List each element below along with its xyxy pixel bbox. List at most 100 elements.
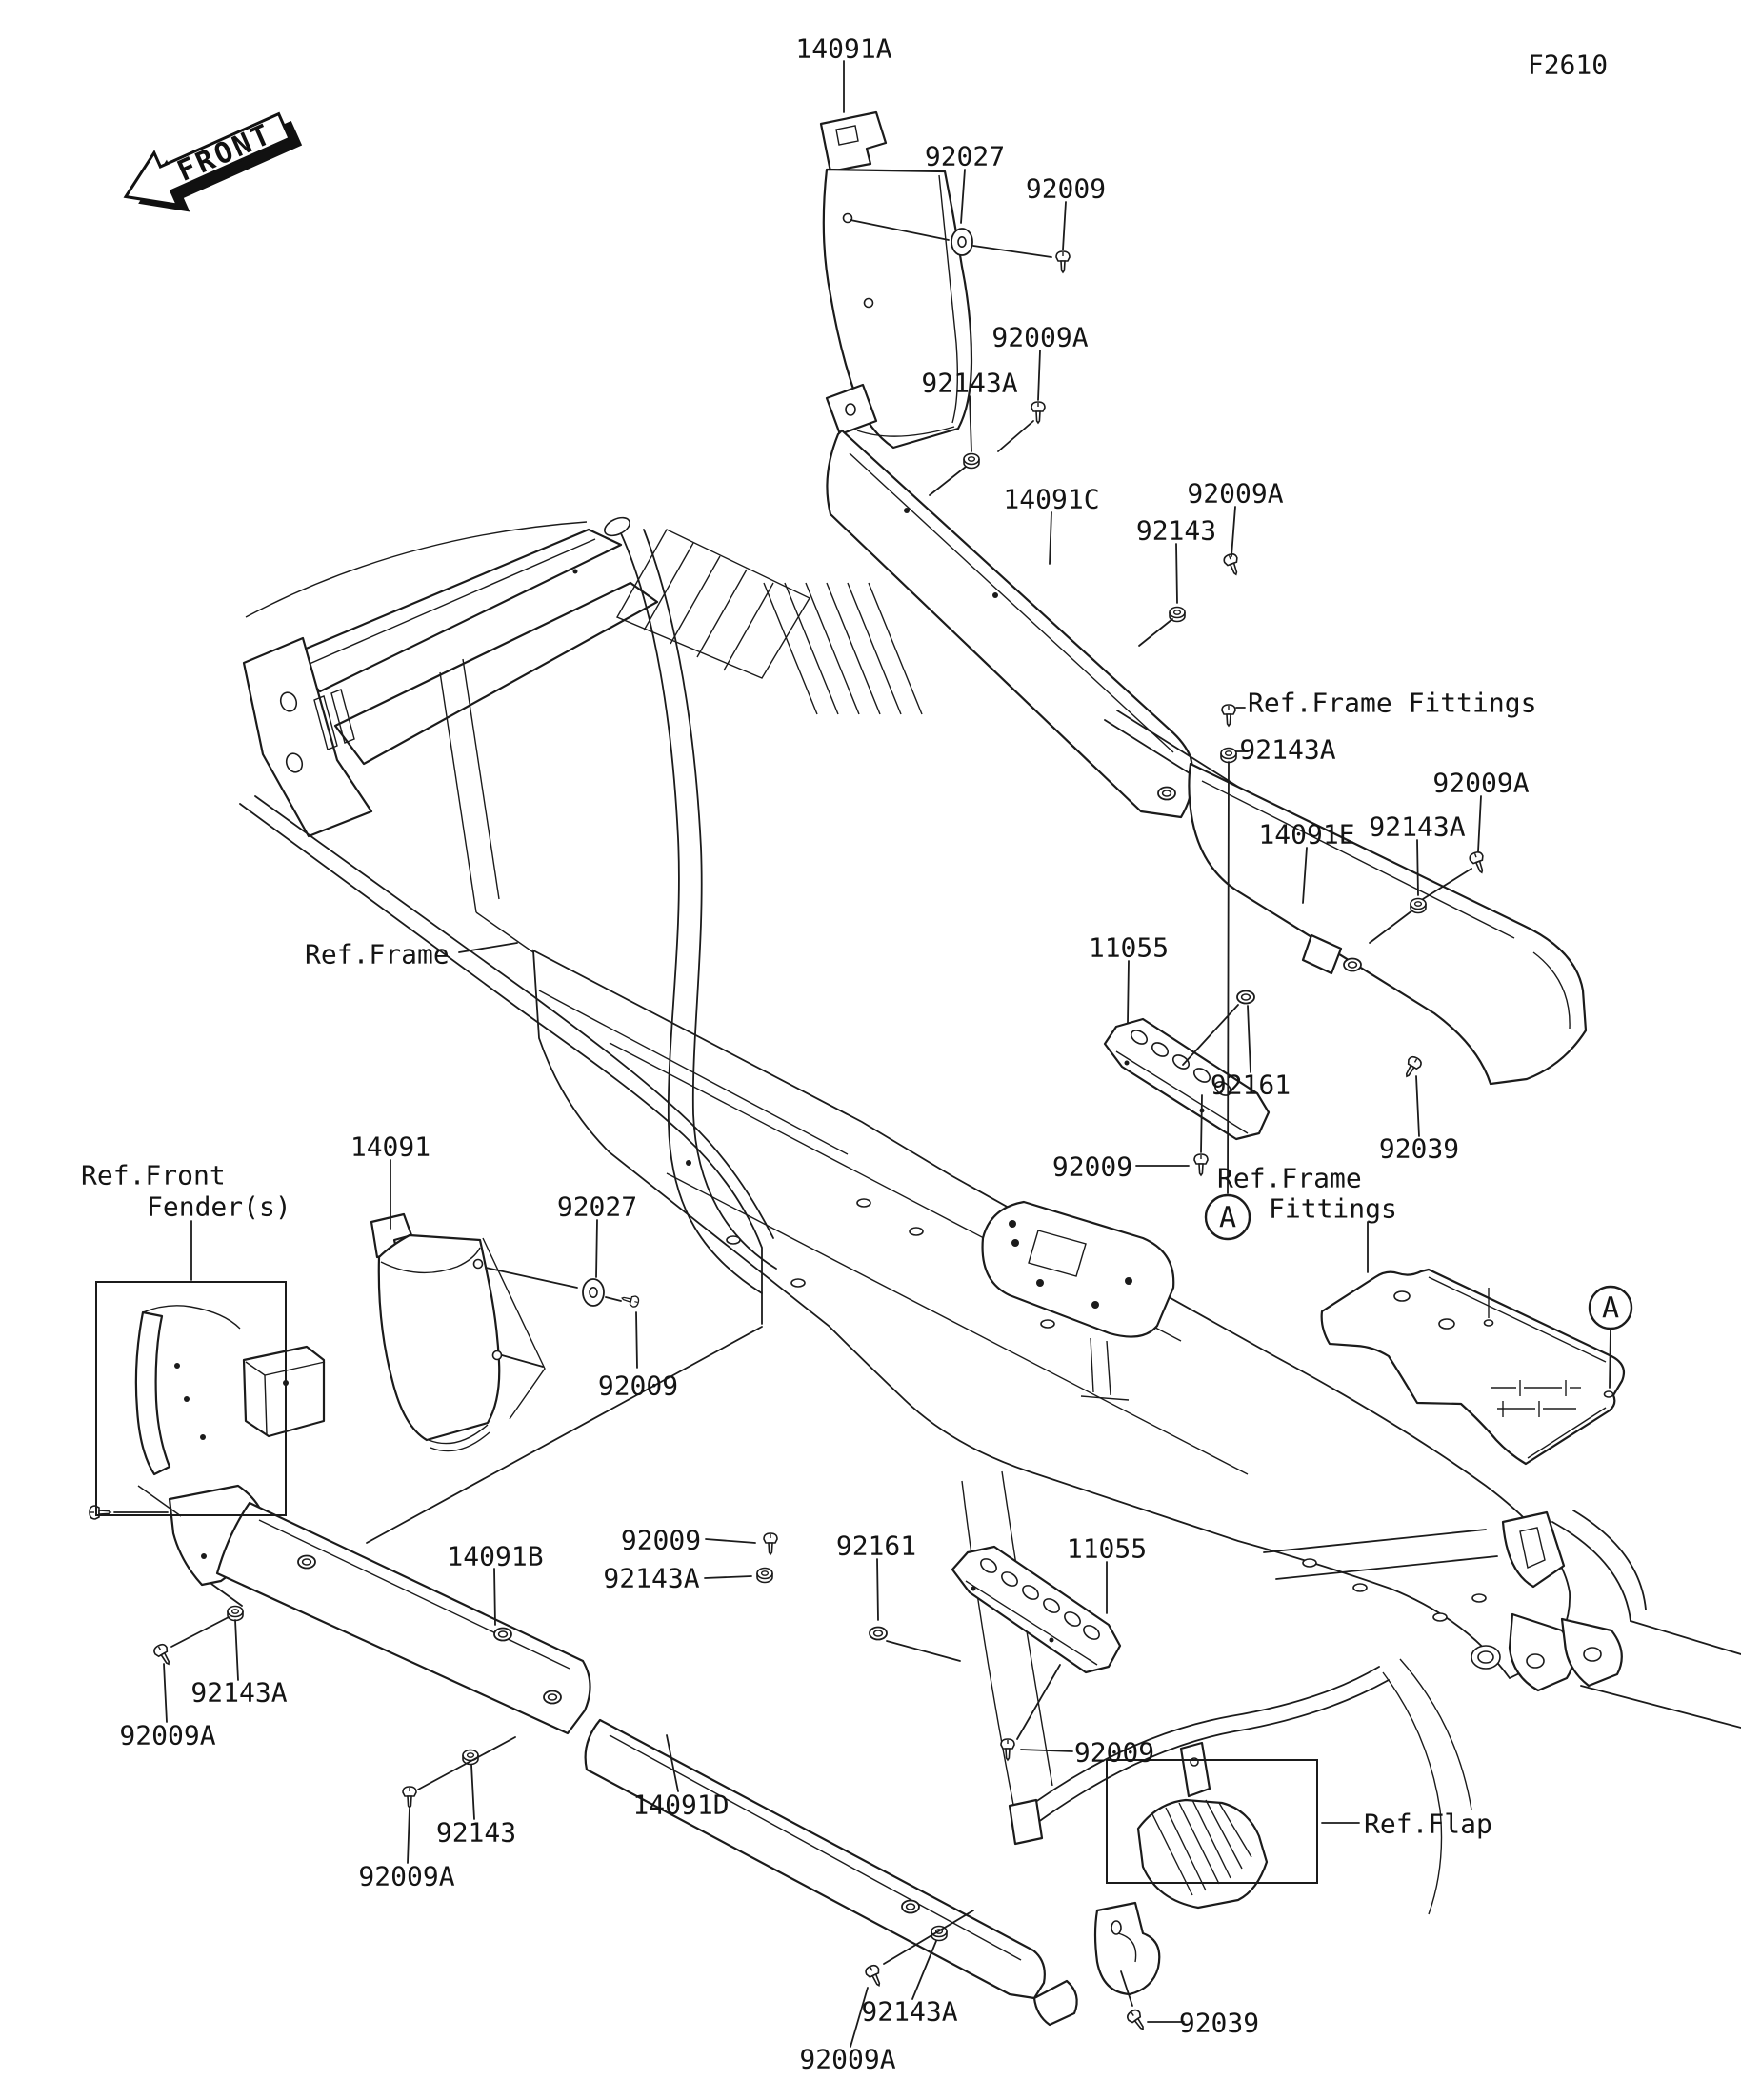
part-label-92009A-28: 92009A: [358, 1861, 454, 1892]
callout-letter: A: [1219, 1202, 1236, 1235]
leader-line: [1175, 543, 1178, 604]
part-label-92143A-8: 92143A: [1239, 734, 1335, 766]
frame-top-curve: [245, 521, 588, 618]
frame-wheel-arc-inner: [1572, 1510, 1647, 1610]
leader-line: [595, 1219, 598, 1278]
skid-plate-hatch-mark: [1491, 1380, 1581, 1417]
detail-callout-A-1: A: [1588, 1285, 1633, 1330]
part-14091A-cover: [819, 110, 973, 450]
leader-line: [997, 420, 1034, 452]
nut-icon: [1220, 747, 1237, 764]
frame-tube-boss: [604, 516, 630, 537]
screw-icon: [1193, 1153, 1209, 1176]
part-label-11055-12: 11055: [1089, 932, 1169, 964]
leader-line: [850, 219, 950, 241]
stray-dot: [572, 569, 578, 574]
leader-line: [1227, 761, 1230, 1194]
grommet-icon: [1343, 957, 1362, 972]
frame-floor-hole: [909, 1227, 924, 1236]
leader-line: [501, 1354, 544, 1368]
console-hole: [1011, 1239, 1019, 1247]
frame-floor-hole: [856, 1198, 871, 1208]
leader-line: [1609, 1329, 1611, 1389]
leader-line: [1127, 960, 1130, 1024]
part-label-92009-2: 92009: [1026, 173, 1106, 205]
ref-label-5: Fender(s): [147, 1191, 291, 1223]
frame-rear-bracket: [1501, 1510, 1566, 1589]
part-label-92143A-4: 92143A: [921, 368, 1017, 399]
frame-strut: [462, 658, 500, 900]
leader-line: [1049, 511, 1052, 565]
leader-line: [1037, 350, 1041, 401]
leader-line: [704, 1575, 752, 1579]
screw-icon: [1031, 401, 1046, 424]
leader-line: [1020, 1749, 1073, 1752]
front-direction-arrow: FRONT: [123, 111, 303, 212]
frame-tube-end-inner: [1477, 1650, 1494, 1664]
leader-line: [470, 1764, 475, 1820]
screw-icon: [1221, 551, 1244, 578]
leader-line: [886, 1640, 961, 1662]
leader-line: [485, 1267, 578, 1289]
ref-label-6: Ref.Flap: [1364, 1809, 1492, 1840]
part-label-92009A-9: 92009A: [1432, 768, 1529, 799]
part-label-92009-18: 92009: [598, 1370, 678, 1402]
leader-line: [1120, 1970, 1133, 2007]
leader-line: [1302, 847, 1308, 904]
console-hole: [1036, 1279, 1044, 1287]
washer-icon: [951, 228, 973, 256]
detail-callouts-layer: AA: [1204, 1193, 1633, 1330]
screw-icon: [763, 1532, 778, 1555]
callout-circle: [1588, 1285, 1633, 1330]
leader-line: [163, 1663, 168, 1723]
figure-code: F2610: [1528, 50, 1608, 81]
leaders-layer: [113, 60, 1611, 2048]
part-label-92009A-26: 92009A: [119, 1720, 215, 1751]
part-label-92027-1: 92027: [925, 141, 1005, 172]
frame-rear-rail: [1580, 1685, 1741, 1729]
frame-b-pillar-outer: [620, 532, 763, 1294]
console-hole: [1009, 1220, 1016, 1228]
console-leg: [1090, 1337, 1094, 1393]
leader-line: [911, 1940, 937, 2000]
washer-icon: [582, 1278, 605, 1307]
ref-label-0: Ref.Frame Fittings: [1248, 688, 1536, 719]
frame-bracket-hole: [285, 752, 304, 773]
frame-floor-hole: [726, 1235, 741, 1245]
screw-icon: [620, 1292, 641, 1309]
frame-rear-rail: [1630, 1620, 1741, 1655]
console-foot: [1080, 1395, 1130, 1401]
leader-line: [1422, 868, 1472, 900]
leader-line: [929, 466, 967, 496]
part-label-92143A-10: 92143A: [1369, 811, 1465, 843]
frame-rear-rail-mid: [1275, 1555, 1498, 1580]
leader-line: [969, 395, 972, 452]
part-label-92143-6: 92143: [1136, 515, 1216, 547]
screw-icon: [402, 1786, 417, 1809]
leader-line: [635, 1311, 638, 1369]
part-14091D-panel: [584, 1718, 1078, 2027]
frame-bed-slat: [670, 555, 721, 645]
part-label-92027-17: 92027: [557, 1191, 637, 1223]
leader-line: [850, 1987, 869, 2048]
front-fender-detail-box: [95, 1281, 287, 1516]
detail-callout-A-0: A: [1204, 1193, 1251, 1241]
frame-floor-line: [538, 990, 849, 1155]
part-label-92039-14: 92039: [1379, 1133, 1459, 1165]
grommet-icon: [901, 1899, 920, 1914]
front-arrow-shape: [123, 111, 291, 208]
part-14091E-panel: [1104, 710, 1588, 1086]
leader-line: [493, 1568, 496, 1626]
leader-line: [1415, 1075, 1420, 1137]
grommet-icon: [869, 1626, 888, 1641]
frame-left-bracket: [242, 636, 373, 838]
part-14091-cover: [370, 1212, 546, 1452]
part-label-92009A-3: 92009A: [991, 322, 1088, 353]
frame-bracket-slot: [330, 689, 355, 744]
part-label-92009A-7: 92009A: [1187, 478, 1283, 510]
part-label-92009-24: 92009: [1074, 1737, 1154, 1769]
screw-icon: [89, 1505, 111, 1520]
frame-lower-rail-outer: [239, 803, 763, 1325]
